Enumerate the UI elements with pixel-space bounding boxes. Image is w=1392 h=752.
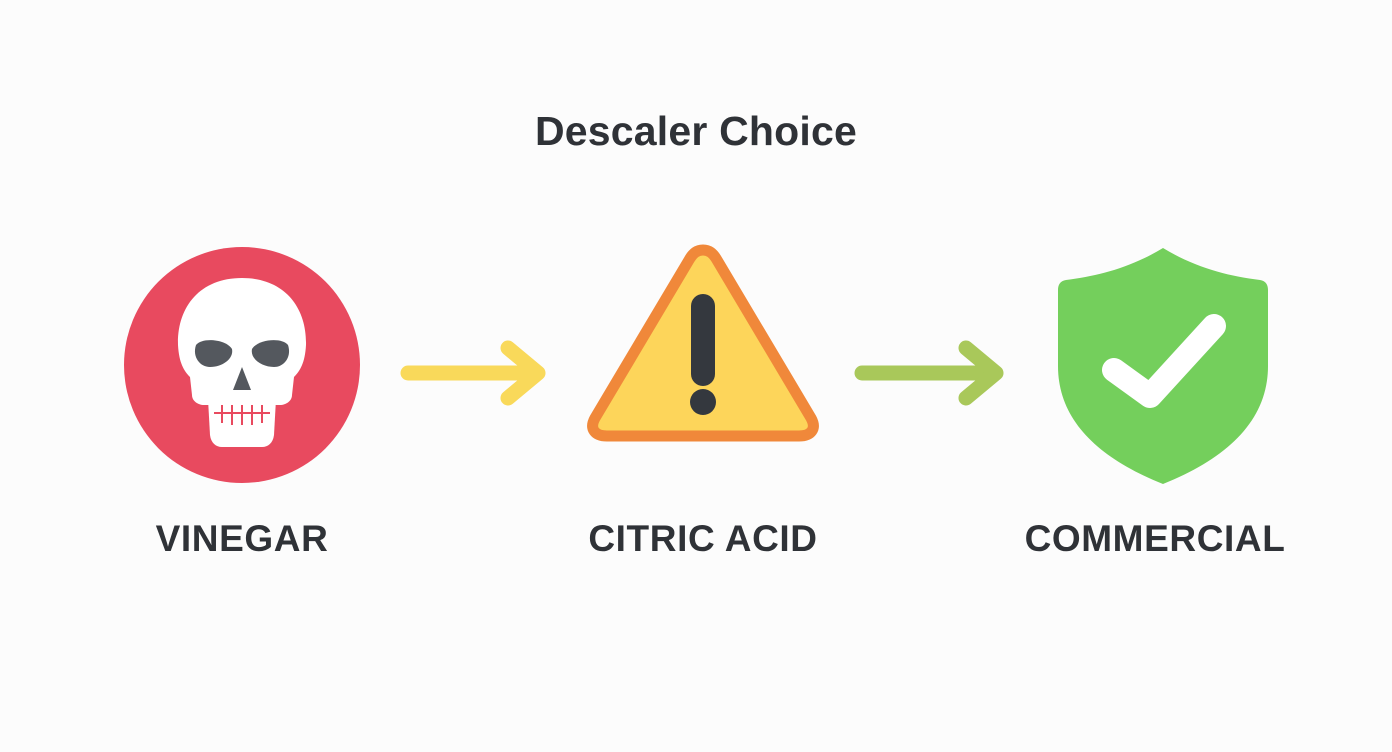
skull-icon [124, 247, 360, 483]
warning-triangle-icon [587, 244, 819, 442]
step-label-citric-acid: CITRIC ACID [588, 518, 818, 559]
diagram-title: Descaler Choice [534, 108, 858, 154]
step-label-commercial: COMMERCIAL [1024, 518, 1286, 559]
arrow-right-icon [400, 340, 546, 406]
step-label-vinegar: VINEGAR [155, 518, 329, 559]
arrow-right-icon [854, 340, 1004, 406]
shield-check-icon [1058, 248, 1268, 484]
